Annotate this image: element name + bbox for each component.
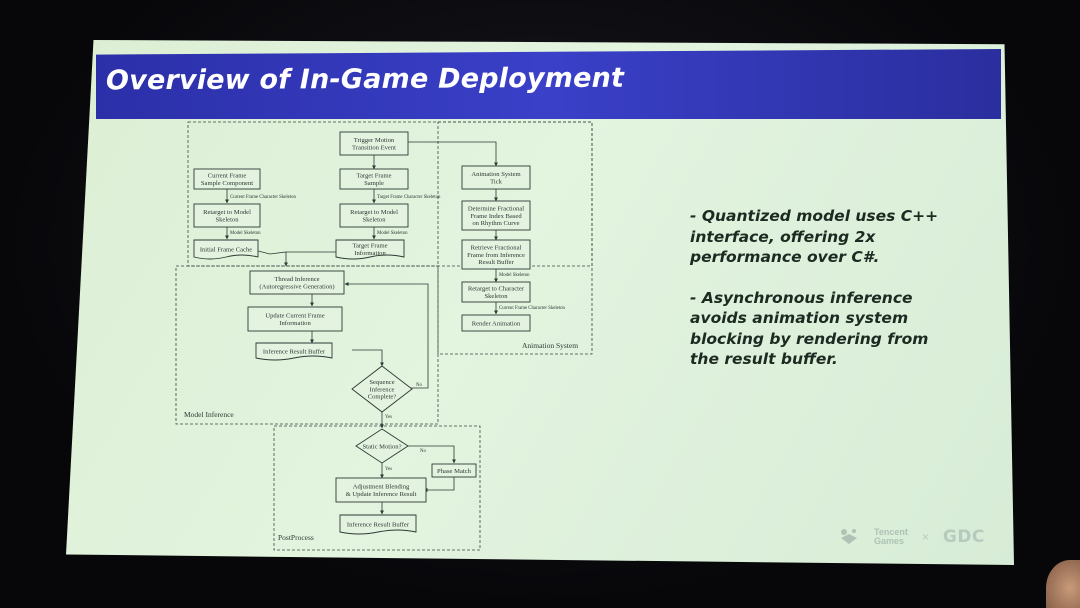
group-outline-animation-system [437, 121, 593, 355]
group-label-postprocess: PostProcess [278, 533, 314, 542]
flow-node-adjust-blend: Adjustment Blending& Update Inference Re… [335, 477, 427, 503]
flow-node-text: Animation System [471, 171, 521, 178]
flow-node-text: Skeleton [362, 216, 386, 223]
flow-node-text: Inference [370, 386, 395, 393]
gdc-logo: GDC [942, 527, 985, 547]
flow-node-static-motion: Static Motion? [355, 428, 409, 464]
edge-label-model-skeleton-2: Model Skeleton [377, 231, 408, 236]
bullet-quantized-model: - Quantized model uses C++ interface, of… [690, 207, 939, 266]
flow-node-text: Sequence [369, 379, 394, 386]
logo-separator: × [921, 530, 929, 544]
edge-label-model-skeleton-3: Model Skeleton [499, 273, 530, 278]
tencent-wordmark-line1: Tencent [874, 527, 908, 537]
flow-node-final-buffer: Inference Result Buffer [339, 514, 417, 535]
edge-label-target-skeleton: Target Frame Character Skeleton [377, 195, 441, 200]
flowchart-edges [225, 141, 498, 515]
flow-node-text: Sample [364, 180, 384, 187]
flow-node-text: Transition Event [352, 144, 396, 151]
flow-node-text: Tick [490, 178, 503, 185]
flow-node-text: Information [354, 250, 386, 257]
group-outline-postprocess [273, 425, 481, 551]
deployment-flowchart: Animation System Model Inference PostPro… [170, 118, 610, 558]
tencent-games-logo-icon [838, 526, 860, 548]
flow-node-text: Phase Match [437, 468, 472, 475]
flow-node-text: Sample Component [201, 180, 253, 187]
bullet-async-inference: - Asynchronous inference avoids animatio… [690, 288, 929, 369]
flow-node-text: Update Current Frame [265, 313, 324, 320]
flowchart-svg: Animation System Model Inference PostPro… [175, 121, 593, 551]
flow-node-thread-inference: Thread Inference(Autoregressive Generati… [249, 270, 345, 295]
flow-node-text: Retarget to Character [468, 286, 525, 293]
presentation-slide [66, 40, 1014, 565]
flow-node-text: & Update Inference Result [346, 491, 417, 498]
flow-node-text: Retrieve Fractional [471, 245, 522, 252]
flow-node-text: Target Frame [356, 173, 391, 180]
flow-node-phase-match: Phase Match [431, 463, 477, 478]
group-label-model-inference: Model Inference [184, 410, 234, 419]
tencent-wordmark-line2: Games [874, 536, 905, 546]
flow-node-text: Static Motion? [362, 443, 401, 450]
flow-node-text: Frame from Inference [467, 252, 525, 259]
presenter-hand [1046, 560, 1080, 608]
flow-node-text: Retarget to Model [203, 209, 251, 216]
flow-node-text: Frame Index Based [470, 213, 522, 220]
flow-node-text: Inference Result Buffer [347, 521, 410, 528]
slide-title: Overview of In-Game Deployment [105, 62, 625, 97]
group-outline-model-inference [175, 265, 439, 425]
flow-node-text: on Rhythm Curve [472, 220, 519, 227]
flow-node-text: Retarget to Model [350, 209, 398, 216]
flow-node-text: Result Buffer [478, 259, 514, 266]
flow-node-text: Skeleton [215, 216, 239, 223]
edge-label-no-1: No [416, 383, 422, 388]
edge-label-no-2: No [420, 449, 426, 454]
bullet-list: - Quantized model uses C++ interface, of… [690, 206, 950, 390]
flow-node-text: Render Animation [472, 320, 521, 327]
flow-node-render-animation: Render Animation [461, 314, 531, 332]
edge-label-yes-1: Yes [385, 415, 392, 420]
flow-node-text: Determine Fractional [468, 206, 524, 213]
flow-node-text: (Autoregressive Generation) [259, 283, 334, 290]
flow-node-text: Adjustment Blending [353, 484, 410, 491]
flow-node-text: Thread Inference [274, 276, 319, 283]
flow-node-text: Trigger Motion [354, 137, 395, 144]
flow-node-text: Initial Frame Cache [200, 246, 252, 253]
sponsor-logos: Tencent Games × GDC [838, 526, 985, 548]
edge-label-model-skeleton-1: Model Skeleton [230, 231, 261, 236]
edge-label-current-skeleton: Current Frame Character Skeleton [230, 195, 297, 200]
flow-node-initial-cache: Initial Frame Cache [193, 239, 259, 260]
edge-label-yes-2: Yes [385, 467, 392, 472]
flow-node-text: Information [279, 320, 311, 327]
group-label-animation-system: Animation System [522, 341, 578, 350]
tencent-games-wordmark: Tencent Games [874, 528, 908, 546]
flow-node-text: Current Frame [208, 173, 247, 180]
edge-label-current-skeleton-2: Current Frame Character Skeleton [499, 306, 566, 311]
flow-node-text: Complete? [368, 394, 397, 401]
flow-node-text: Target Frame [352, 243, 387, 250]
flow-node-text: Inference Result Buffer [263, 348, 326, 355]
title-banner [96, 49, 1001, 119]
flow-node-inference-buffer: Inference Result Buffer [255, 342, 333, 361]
flow-node-text: Skeleton [484, 293, 508, 300]
